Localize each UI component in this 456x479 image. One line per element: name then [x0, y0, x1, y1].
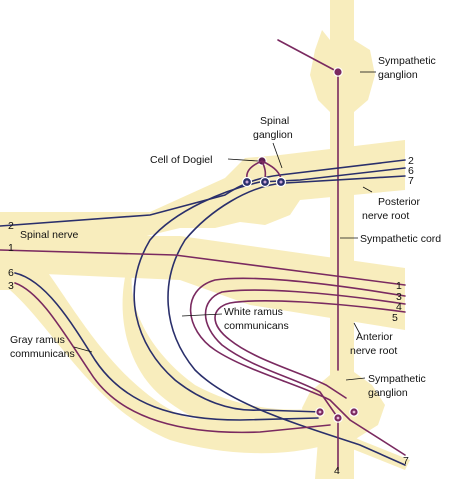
label-white-ramus-2: communicans [224, 320, 289, 332]
label-sympathetic-ganglion-top-1: Sympathetic [378, 55, 436, 67]
label-sympathetic-ganglion-top-2: ganglion [378, 69, 418, 81]
label-posterior-root-1: Posterior [378, 196, 421, 208]
ganglion-cell-1-nucleus [245, 180, 249, 184]
nerve-tissue [0, 0, 410, 479]
num-left-1: 1 [8, 242, 14, 254]
label-anterior-root-1: Anterior [356, 331, 393, 343]
ganglion-cell-2-nucleus [263, 180, 267, 184]
fiber-1 [0, 249, 406, 286]
lower-outlet [310, 420, 410, 479]
leader-gray-ramus [73, 346, 93, 353]
label-gray-ramus-2: communicans [10, 348, 75, 360]
num-anterior-5: 5 [392, 312, 398, 324]
leader-white-ramus [181, 313, 223, 317]
dogiel-process [246, 160, 282, 179]
num-bottom-7: 7 [403, 455, 409, 467]
label-gray-ramus-1: Gray ramus [10, 334, 65, 346]
num-left-3: 3 [8, 280, 14, 292]
spinal-nerve-body [0, 236, 405, 330]
num-posterior-6: 6 [408, 165, 414, 177]
leader-lines [73, 71, 376, 381]
fiber-numbers: 2 6 7 2 1 6 3 1 3 4 5 4 7 [8, 155, 414, 477]
posterior-root [0, 140, 405, 246]
fiber-sympathetic-top-branch [277, 39, 339, 73]
fiber-3 [189, 277, 406, 456]
labels: Sympathetic ganglion Spinal ganglion Cel… [10, 55, 441, 399]
fibers [0, 39, 406, 471]
white-ramus-loop [122, 230, 322, 442]
leader-spinal-ganglion [272, 142, 283, 169]
num-posterior-7: 7 [408, 175, 414, 187]
bottom-ganglion-cell-3-nucleus [352, 410, 356, 414]
num-anterior-4: 4 [396, 301, 402, 313]
leader-sympathetic-bottom [345, 377, 366, 381]
fiber-gray-6 [14, 272, 319, 421]
cells [241, 67, 359, 423]
bottom-ganglion-cell-2-nucleus [336, 416, 340, 420]
label-spinal-ganglion-2: ganglion [253, 129, 293, 141]
label-sympathetic-cord: Sympathetic cord [360, 233, 441, 245]
ganglion-cell-3-nucleus [279, 180, 283, 184]
fiber-4 [204, 289, 406, 471]
num-posterior-2: 2 [408, 155, 414, 167]
leader-posterior-root [362, 186, 373, 193]
bottom-ganglion-cell-1-nucleus [318, 410, 322, 414]
num-anterior-1: 1 [396, 280, 402, 292]
leader-dogiel [227, 158, 259, 162]
label-white-ramus-1: White ramus [224, 306, 283, 318]
num-anterior-3: 3 [396, 291, 402, 303]
label-cell-of-dogiel: Cell of Dogiel [150, 154, 212, 166]
fiber-gray-3 [14, 282, 331, 434]
label-anterior-root-2: nerve root [350, 345, 397, 357]
leader-anterior-root [353, 322, 361, 335]
label-posterior-root-2: nerve root [362, 210, 409, 222]
cell-sympathetic-top [333, 67, 343, 77]
label-spinal-ganglion-1: Spinal [260, 115, 289, 127]
num-left-2: 2 [8, 220, 14, 232]
fiber-5 [214, 300, 406, 399]
label-spinal-nerve: Spinal nerve [20, 229, 79, 241]
fiber-6 [133, 167, 406, 413]
num-bottom-4: 4 [334, 465, 340, 477]
num-left-6: 6 [8, 267, 14, 279]
label-sympathetic-ganglion-bottom-2: ganglion [368, 387, 408, 399]
label-sympathetic-ganglion-bottom-1: Sympathetic [368, 373, 426, 385]
